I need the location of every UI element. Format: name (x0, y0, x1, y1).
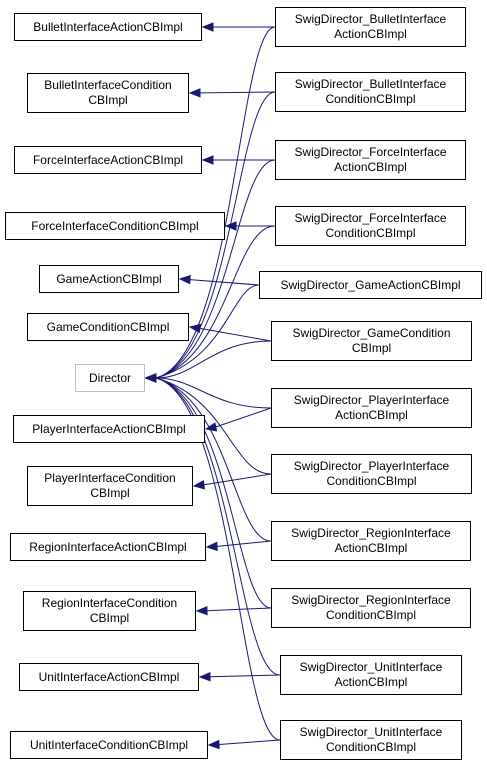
node-label-line: RegionInterfaceCondition (41, 596, 178, 610)
node-region-interface-action-cbimpl[interactable]: RegionInterfaceActionCBImpl (10, 533, 206, 561)
node-bullet-interface-action-cbimpl[interactable]: BulletInterfaceActionCBImpl (14, 13, 202, 41)
inheritance-arrowhead (188, 88, 201, 98)
node-label-line: ActionCBImpl (334, 541, 408, 555)
node-label-line: CBImpl (88, 93, 128, 107)
inheritance-edge (203, 473, 272, 486)
inheritance-edge (155, 159, 276, 379)
inheritance-arrowhead (207, 739, 220, 750)
inheritance-arrowhead (201, 155, 214, 165)
node-director[interactable]: Director (75, 364, 145, 392)
node-label-line: UnitInterfaceConditionCBImpl (29, 737, 189, 752)
node-label-line: ConditionCBImpl (326, 474, 417, 488)
node-unit-interface-condition-cbimpl[interactable]: UnitInterfaceConditionCBImpl (10, 731, 208, 759)
node-label-line: ActionCBImpl (335, 408, 408, 422)
node-force-interface-condition-cbimpl[interactable]: ForceInterfaceConditionCBImpl (5, 212, 225, 240)
node-label-line: ConditionCBImpl (325, 740, 417, 754)
inheritance-edge (155, 340, 272, 379)
node-label-line: SwigDirector_RegionInterface (291, 593, 451, 607)
node-label-line: SwigDirector_ForceInterface (294, 211, 447, 225)
inheritance-edge (206, 607, 272, 612)
node-label-line: CBImpl (89, 611, 130, 625)
inheritance-arrowhead (178, 274, 191, 285)
node-label-line: SwigDirector_PlayerInterface (293, 459, 450, 473)
inheritance-edge (155, 377, 281, 676)
inheritance-edge (216, 540, 272, 547)
node-force-interface-action-cbimpl[interactable]: ForceInterfaceActionCBImpl (14, 146, 202, 174)
inheritance-arrowhead (204, 422, 218, 432)
inheritance-edge (155, 91, 276, 379)
node-label-line: ForceInterfaceConditionCBImpl (31, 218, 199, 233)
inheritance-edge (155, 225, 276, 379)
node-label-line: SwigDirector_ForceInterface (294, 145, 447, 159)
inheritance-arrowhead (205, 541, 218, 552)
node-label-line: UnitInterfaceActionCBImpl (38, 669, 180, 684)
inheritance-edge (199, 327, 272, 342)
node-swigdirector-game-action-cbimpl[interactable]: SwigDirector_GameActionCBImpl (259, 271, 482, 299)
node-label-line: SwigDirector_BulletInterface (294, 77, 447, 91)
node-label-line: SwigDirector_GameActionCBImpl (280, 277, 461, 292)
node-label-line: PlayerInterfaceActionCBImpl (32, 421, 186, 436)
inheritance-edge (199, 91, 276, 94)
node-unit-interface-action-cbimpl[interactable]: UnitInterfaceActionCBImpl (19, 663, 199, 691)
inheritance-edge (155, 377, 281, 741)
node-label-line: ActionCBImpl (334, 160, 407, 174)
node-game-action-cbimpl[interactable]: GameActionCBImpl (39, 265, 179, 293)
node-player-interface-action-cbimpl[interactable]: PlayerInterfaceActionCBImpl (13, 415, 205, 443)
node-label-line: RegionInterfaceActionCBImpl (29, 539, 187, 554)
node-label-line: SwigDirector_GameCondition (292, 326, 451, 340)
node-label-line: SwigDirector_UnitInterface (299, 725, 443, 739)
inheritance-edge (218, 739, 281, 745)
node-label-line: ActionCBImpl (334, 675, 408, 689)
inheritance-edge (215, 407, 272, 428)
inheritance-edge (209, 674, 281, 678)
node-label-line: CBImpl (351, 341, 392, 355)
node-label-line: SwigDirector_BulletInterface (294, 12, 447, 26)
inheritance-edge (155, 377, 272, 409)
node-label-line: GameConditionCBImpl (46, 319, 170, 334)
node-label-line: ForceInterfaceActionCBImpl (32, 152, 184, 167)
inheritance-edge (155, 377, 272, 609)
inheritance-arrowhead (144, 373, 157, 383)
node-label-line: SwigDirector_UnitInterface (299, 660, 443, 674)
inheritance-arrowhead (192, 480, 205, 490)
node-label-line: PlayerInterfaceCondition (44, 471, 176, 485)
inheritance-edge (155, 26, 276, 379)
node-label-line: SwigDirector_RegionInterface (291, 526, 451, 540)
inheritance-arrowhead (195, 605, 208, 616)
inheritance-arrowhead (198, 672, 211, 682)
node-game-condition-cbimpl[interactable]: GameConditionCBImpl (27, 313, 189, 341)
inheritance-edge (155, 377, 272, 542)
inheritance-edge (155, 284, 260, 379)
node-label-line: ConditionCBImpl (325, 92, 416, 106)
node-label-line: CBImpl (90, 486, 130, 500)
node-label-line: BulletInterfaceActionCBImpl (33, 19, 183, 34)
node-label-line: BulletInterfaceCondition (44, 78, 172, 92)
inheritance-edge (155, 377, 272, 475)
node-label-line: ConditionCBImpl (325, 226, 416, 240)
node-label-line: Director (88, 370, 131, 385)
node-label-line: SwigDirector_PlayerInterface (293, 393, 450, 407)
node-label-line: ActionCBImpl (334, 27, 407, 41)
node-label-line: ConditionCBImpl (325, 608, 417, 622)
inheritance-arrowhead (201, 22, 214, 32)
inheritance-edge (189, 279, 260, 286)
node-label-line: GameActionCBImpl (56, 271, 162, 286)
